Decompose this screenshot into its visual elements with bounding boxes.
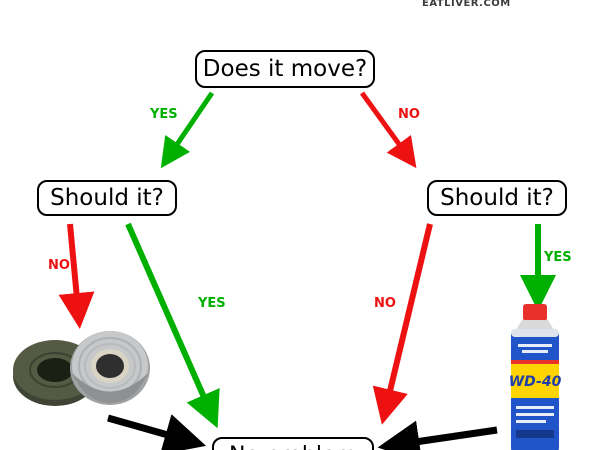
result-box: No problem [212, 437, 374, 450]
question-should-it-right: Should it? [427, 180, 567, 216]
duct-tape-front-roll [70, 331, 150, 405]
label-root-yes: YES [150, 107, 178, 122]
wd40-yellow-band [511, 360, 559, 398]
duct-tape-graphic [13, 331, 150, 406]
label-right-no: NO [374, 296, 396, 311]
label-left-no: NO [48, 258, 70, 273]
arrow-ducttape-result [107, 414, 207, 450]
wd40-can-image: WD-40 [502, 304, 568, 450]
duct-tape-image [10, 318, 155, 418]
question-does-it-move: Does it move? [195, 50, 375, 88]
arrow-left-yes [125, 222, 220, 429]
arrow-right-no [372, 223, 433, 425]
wd40-logo-text: WD-40 [509, 374, 562, 390]
arrow-root-no [359, 91, 417, 169]
label-root-no: NO [398, 107, 420, 122]
label-right-yes: YES [544, 250, 572, 265]
arrow-root-yes [160, 91, 215, 169]
arrow-wd40-result [377, 420, 498, 450]
wd40-cap [523, 304, 547, 321]
question-should-it-left: Should it? [37, 180, 177, 216]
arrow-left-no [58, 223, 95, 329]
wd40-can-graphic: WD-40 [509, 304, 562, 450]
label-left-yes: YES [198, 296, 226, 311]
watermark: EATLIVER.COM [422, 0, 511, 9]
